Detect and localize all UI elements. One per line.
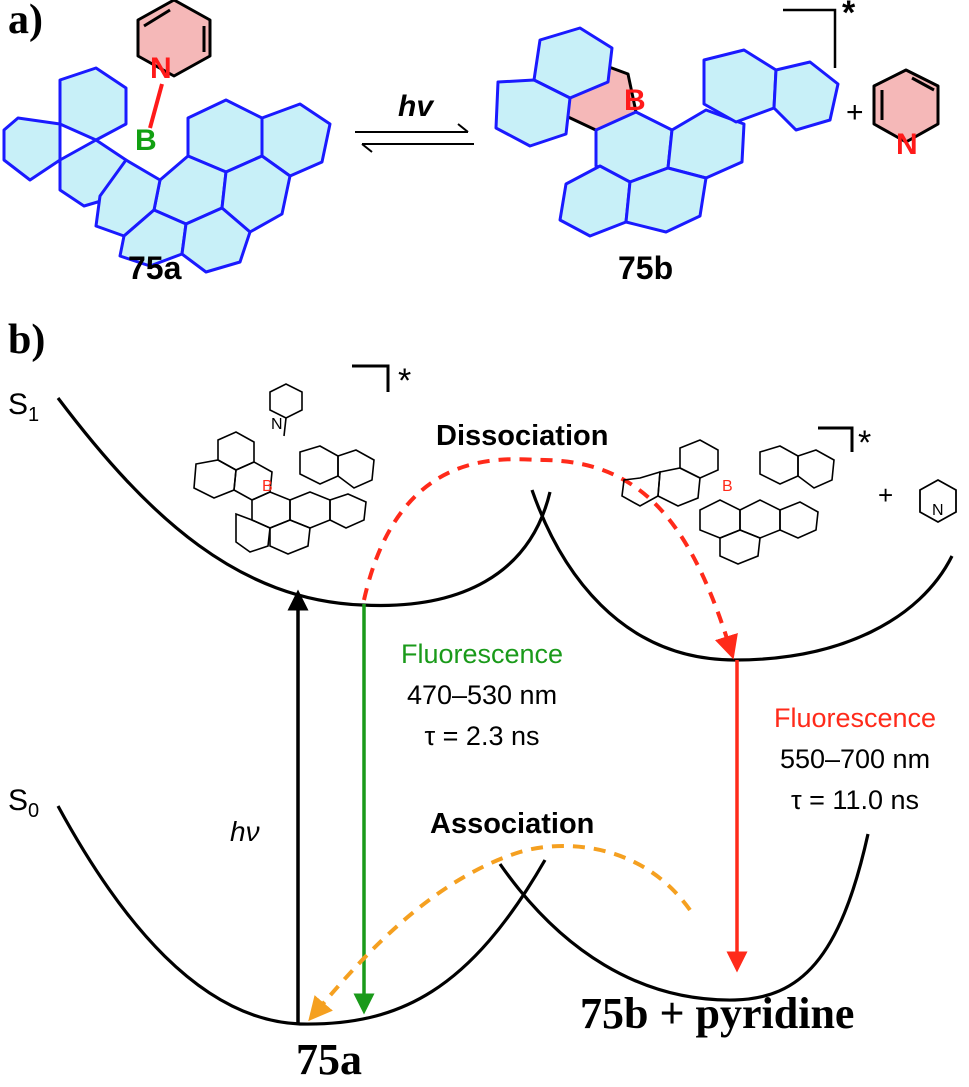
fluorescence-right-block: Fluorescence 550–700 nm τ = 11.0 ns [744,698,966,821]
s0-subscript: 0 [28,800,40,822]
association-label: Association [430,808,595,840]
excited-bracket-a [783,8,837,68]
excited-mark-left: * [398,362,412,400]
minimum-label-75a: 75a [296,1035,362,1084]
s1-label: S1 [8,388,39,427]
atom-n-sketch: N [271,416,283,433]
pes-curves [56,397,954,1026]
hv-label-b: hν [230,816,260,847]
plus-a: + [846,96,864,129]
association-arrow [308,844,692,1022]
s0-label: S0 [8,784,39,823]
panel-a-scheme [2,0,940,274]
atom-b-75b: B [624,84,646,117]
atom-b-sketch-left: B [262,478,273,495]
molecule-sketch-75a [193,383,375,555]
plus-b: + [878,480,894,510]
fluorescence-left-range: 470–530 nm [406,680,558,710]
s0-letter: S [8,784,29,817]
s1-curve-right [530,489,954,662]
hv-label-a: hv [398,90,434,123]
excited-mark-a: * [842,0,856,32]
s1-subscript: 1 [28,404,40,426]
fluorescence-left-lifetime: τ = 2.3 ns [424,721,540,751]
fluorescence-left-block: Fluorescence 470–530 nm τ = 2.3 ns [370,634,594,757]
atom-n-75a: N [150,52,172,85]
s1-curve-left [56,397,552,608]
s1-letter: S [8,388,29,421]
fluorescence-right-lifetime: τ = 11.0 ns [791,785,919,815]
equilibrium-arrows [355,123,474,153]
atom-b-sketch-right: B [722,478,733,495]
atom-b-75a: B [135,124,157,157]
excited-bracket-right [818,426,854,452]
dissociation-arrow [362,457,738,660]
atom-n-pyridine-sketch: N [932,502,944,519]
panel-a-label: a) [8,0,43,43]
excited-bracket-left [352,364,390,392]
fluorescence-left-title: Fluorescence [400,639,564,669]
molecule-sketch-75b [621,439,835,565]
s0-curve-left [56,805,547,1026]
minimum-label-75b-pyridine: 75b + pyridine [580,989,855,1038]
fluorescence-right-range: 550–700 nm [779,744,931,774]
molecule-75b [494,26,840,238]
dissociation-label: Dissociation [436,420,609,452]
pyridine-sketch [919,478,957,524]
excited-mark-right: * [858,424,872,462]
atom-n-pyridine: N [896,128,918,161]
fluorescence-right-title: Fluorescence [773,703,937,733]
panel-b-label: b) [8,317,46,363]
label-75b: 75b [618,250,674,286]
label-75a: 75a [128,250,182,286]
s0-curve-right [498,833,870,1002]
free-pyridine [872,68,940,144]
molecule-75a [2,0,332,274]
bn-bond [148,83,164,129]
